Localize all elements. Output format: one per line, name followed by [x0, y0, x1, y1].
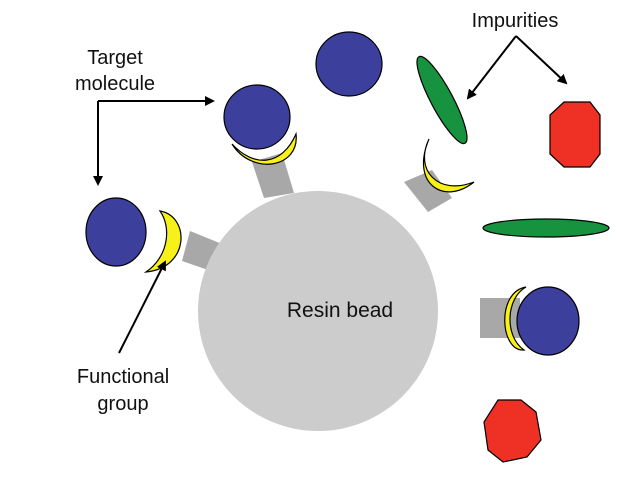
- target-molecule-free: [315, 31, 383, 97]
- target-label-line2: molecule: [75, 73, 155, 95]
- functional-group-right-upper: [423, 138, 475, 193]
- functional-label-line1: Functional: [77, 366, 169, 388]
- functional-group-top: [231, 131, 297, 165]
- resin-bead: [198, 191, 438, 431]
- target-molecules: [85, 31, 580, 356]
- impurities-arrow-left: [466, 35, 517, 100]
- target-molecule-top: [223, 84, 291, 150]
- functional-group-right-lower: [504, 286, 527, 351]
- functional-group-left: [143, 210, 182, 273]
- linker-right-lower: [480, 298, 520, 338]
- resin-bead-label: Resin bead: [287, 299, 393, 322]
- target-molecule-right: [516, 286, 580, 356]
- impurity-octagon-lower: [483, 399, 542, 463]
- impurity-ellipse-flat: [482, 218, 610, 238]
- impurities-label: Impurities: [472, 10, 559, 32]
- impurity-octagon-upper: [549, 101, 601, 168]
- linker-right-upper: [404, 170, 452, 212]
- functional-arrow: [118, 260, 166, 354]
- arrows: [93, 35, 568, 354]
- impurity-ellipse-tilted: [416, 55, 468, 145]
- target-molecule-left: [85, 197, 147, 267]
- functional-label-line2: group: [97, 393, 148, 415]
- impurities: [416, 55, 610, 463]
- functional-groups: [143, 131, 527, 351]
- target-label-line1: Target: [87, 47, 143, 69]
- impurities-arrow-right: [515, 35, 568, 85]
